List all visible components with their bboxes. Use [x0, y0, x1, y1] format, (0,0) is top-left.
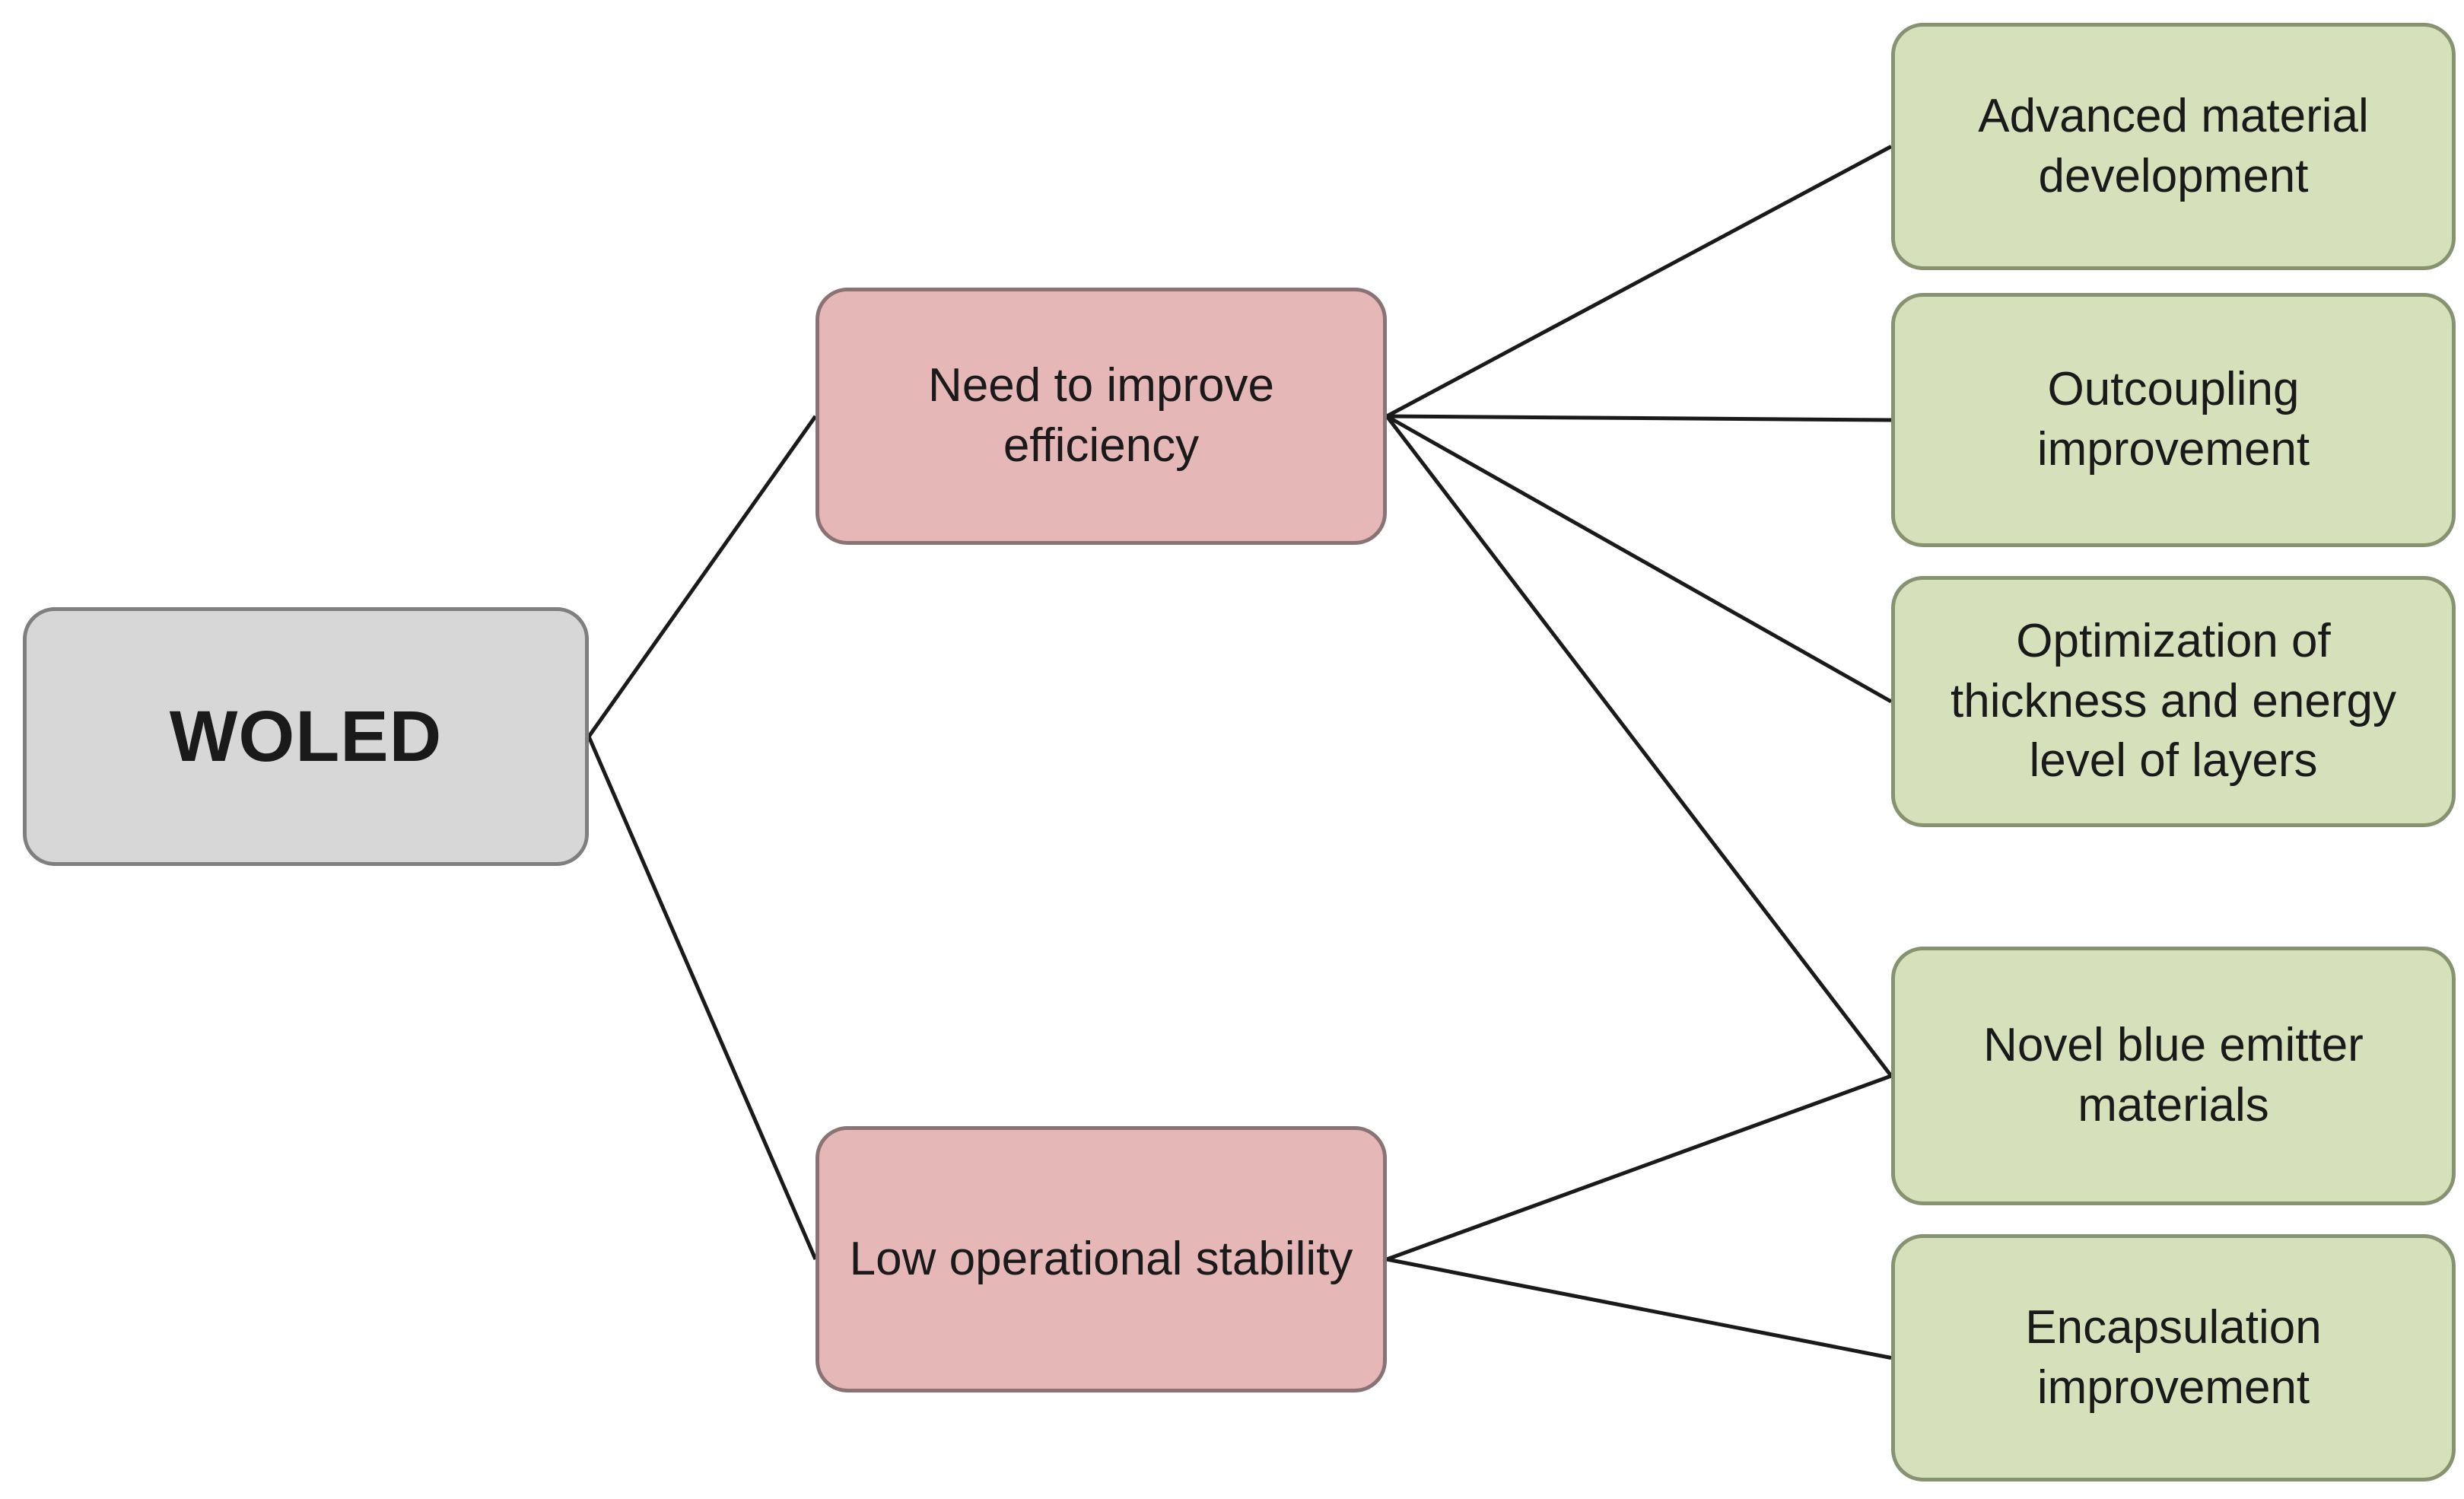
node-advanced-material-development: Advanced material development — [1891, 23, 2456, 270]
node-outcoupling-improvement-label: Outcoupling improvement — [2036, 363, 2310, 476]
node-encapsulation-improvement: Encapsulation improvement — [1891, 1234, 2456, 1481]
connector-line-p1-g2 — [1386, 414, 1892, 422]
node-need-to-improve-efficiency: Need to improve efficiency — [816, 288, 1387, 545]
connector-line-p2-g5 — [1386, 1257, 1892, 1360]
node-advanced-material-development-label: Advanced material development — [1978, 89, 2369, 202]
node-low-operational-stability: Low operational stability — [816, 1126, 1387, 1392]
connector-line-p1-g3 — [1385, 414, 1893, 704]
connector-line-p1-g4 — [1385, 415, 1893, 1077]
node-optimization-of-thickness-and-energy-level-of-layers: Optimization of thickness and energy lev… — [1891, 576, 2456, 827]
connector-line-p2-g4 — [1386, 1074, 1892, 1262]
node-novel-blue-emitter-materials: Novel blue emitter materials — [1891, 947, 2456, 1205]
node-woled: WOLED — [23, 607, 589, 866]
node-optimization-label: Optimization of thickness and energy lev… — [1951, 614, 2396, 788]
node-need-to-improve-efficiency-label: Need to improve efficiency — [928, 359, 1274, 472]
connector-line-root-p2 — [587, 736, 818, 1260]
node-encapsulation-improvement-label: Encapsulation improvement — [2025, 1300, 2322, 1414]
node-outcoupling-improvement: Outcoupling improvement — [1891, 293, 2456, 547]
node-novel-blue-emitter-materials-label: Novel blue emitter materials — [1983, 1019, 2364, 1131]
node-woled-label: WOLED — [169, 695, 443, 777]
node-low-operational-stability-label: Low operational stability — [849, 1232, 1353, 1285]
connector-line-root-p1 — [587, 415, 818, 738]
connector-line-p1-g1 — [1385, 145, 1893, 419]
